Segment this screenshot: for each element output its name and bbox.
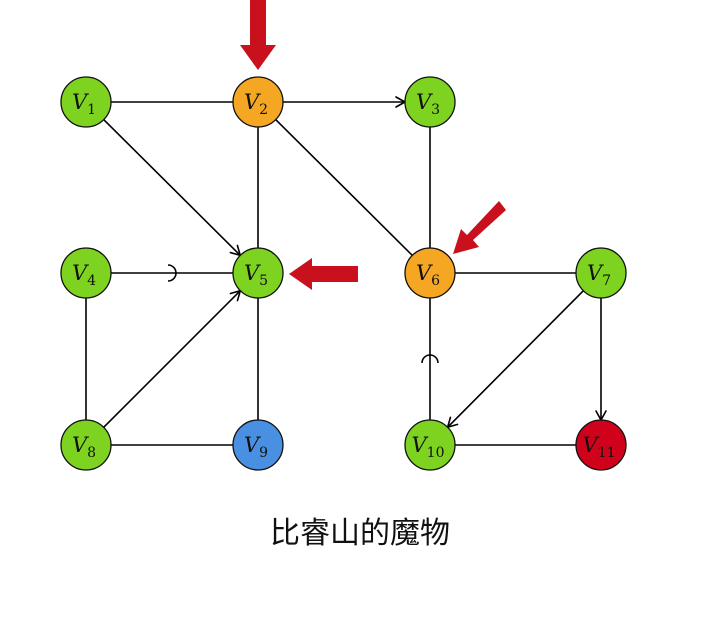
svg-text:V9: V9: [244, 433, 268, 461]
node-v8: V8: [60, 419, 112, 471]
svg-text:V3: V3: [416, 90, 440, 118]
edge-v4-v5: [86, 264, 258, 282]
edge-v2-v3: [258, 96, 430, 108]
crossing-arc-icon: [421, 354, 439, 364]
svg-text:V7: V7: [587, 261, 611, 289]
svg-text:V6: V6: [416, 261, 440, 289]
node-v11: V11: [575, 419, 627, 471]
edge-v7-v11: [595, 273, 607, 445]
svg-text:V8: V8: [72, 433, 96, 461]
pointer-arrow-icon-v5: [289, 258, 358, 290]
node-v4: V4: [60, 247, 112, 299]
svg-text:V4: V4: [72, 261, 96, 289]
edge-v7-v10: [429, 272, 602, 446]
pointers-layer: [240, 0, 506, 290]
node-v5: V5: [232, 247, 284, 299]
svg-text:V10: V10: [412, 433, 445, 461]
svg-text:V1: V1: [72, 90, 96, 118]
node-v9: V9: [232, 419, 284, 471]
pointer-arrow-icon-v2: [240, 0, 276, 70]
edge-v6-v10: [421, 273, 439, 445]
crossing-arc-icon: [167, 264, 177, 282]
node-v7: V7: [575, 247, 627, 299]
node-v3: V3: [404, 76, 456, 128]
node-v6: V6: [404, 247, 456, 299]
svg-text:V2: V2: [244, 90, 268, 118]
node-v1: V1: [60, 76, 112, 128]
edge-v8-v5: [85, 272, 259, 446]
node-v10: V10: [404, 419, 456, 471]
svg-text:V5: V5: [244, 261, 268, 289]
node-v2: V2: [232, 76, 284, 128]
edge-v2-v6: [257, 101, 431, 274]
svg-text:V11: V11: [583, 433, 616, 461]
pointer-arrow-icon-v6: [453, 201, 506, 254]
edge-v1-v5: [85, 101, 259, 274]
diagram-caption: 比睿山的魔物: [270, 516, 450, 551]
